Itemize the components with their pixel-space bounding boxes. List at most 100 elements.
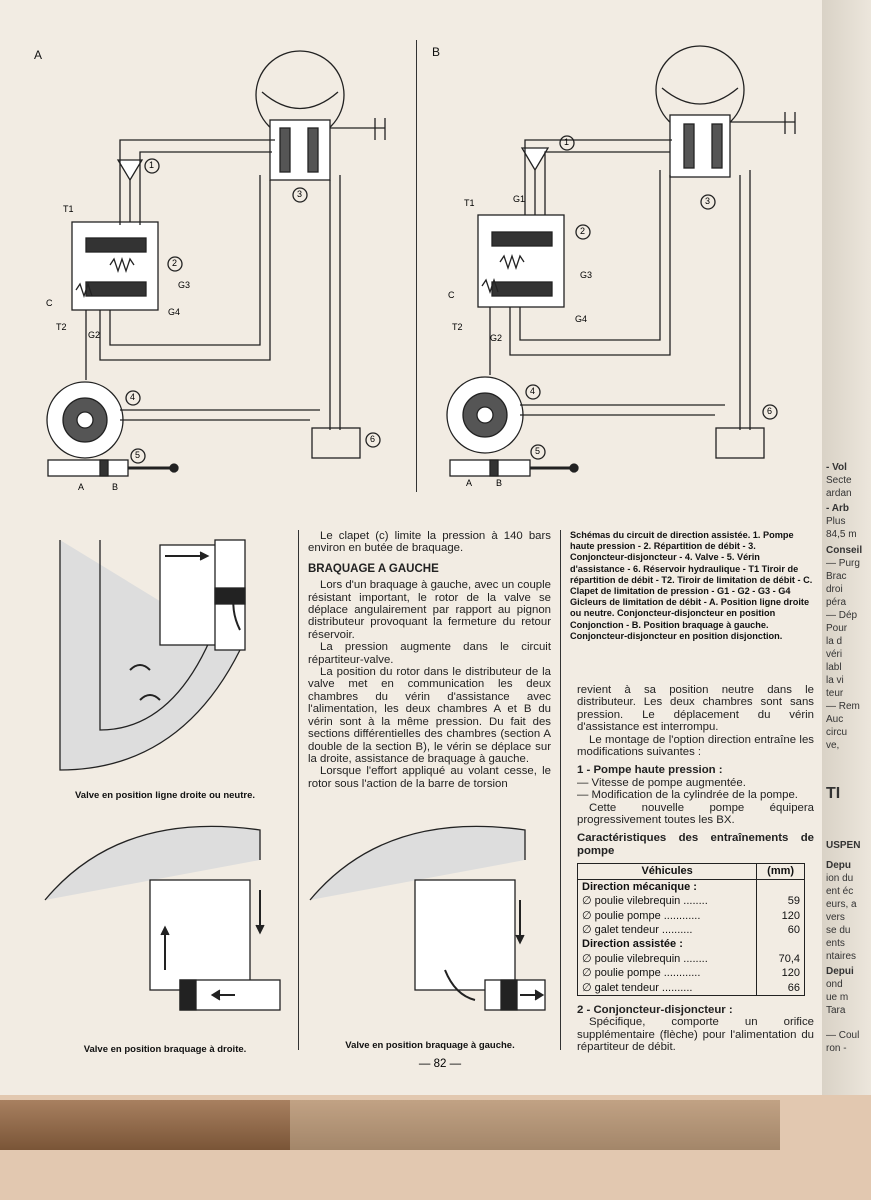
part-t1-a: T1 [63, 204, 74, 214]
paragraph-4: Lorsque l'effort appliqué au volant cess… [308, 765, 551, 790]
edge-text: Auc [826, 714, 844, 725]
part-g2-a: G2 [88, 330, 101, 340]
cardboard-box [0, 1100, 780, 1150]
spec-table: Véhicules (mm) Direction mécanique : ∅ p… [577, 863, 805, 996]
book-page: A B [0, 0, 822, 1095]
paragraph-1: Lors d'un braquage à gauche, avec un cou… [308, 579, 551, 641]
callout-1-a: 1 [149, 160, 155, 170]
edge-text: eurs, a [826, 899, 857, 910]
edge-text: labl [826, 662, 842, 673]
edge-text: ve, [826, 740, 840, 751]
table-head-vehicles: Véhicules [577, 863, 758, 880]
edge-text: — Dép [826, 610, 858, 621]
callout-2-a: 2 [172, 258, 178, 268]
table-row: ∅ galet tendeur ..........60 [577, 922, 805, 938]
paragraph-right-1: revient à sa position neutre dans le dis… [577, 684, 814, 734]
edge-text: 84,5 m [826, 529, 857, 540]
caption-neutral: Valve en position ligne droite ou neutre… [75, 790, 255, 801]
callout-4-b: 4 [530, 386, 536, 396]
edge-text: péra [826, 597, 847, 608]
part-c-a: C [46, 298, 53, 308]
part-t1-b: T1 [464, 198, 475, 208]
table-cell-value: 66 [787, 981, 800, 994]
paragraph-intro: Le clapet (c) limite la pression à 140 b… [308, 530, 551, 555]
callout-4-a: 4 [130, 392, 136, 402]
edge-text: ond [826, 979, 843, 990]
edge-text: USPEN [826, 840, 861, 851]
callout-1-b: 1 [564, 137, 570, 147]
table-row: ∅ poulie vilebrequin ........ 70,4 [577, 951, 805, 967]
caption-left: Valve en position braquage à gauche. [345, 1040, 515, 1051]
table-header-row: Véhicules (mm) [577, 863, 805, 880]
part-a-a: A [78, 482, 85, 492]
edge-text: Conseil [826, 545, 863, 556]
edge-text: circu [826, 727, 848, 738]
adjacent-page-edge: - Vol Secte ardan - Arb Plus 84,5 m Cons… [822, 0, 871, 1095]
part-b-a: B [112, 482, 119, 492]
paragraph-2: La pression augmente dans le circuit rép… [308, 641, 551, 666]
callout-6-b: 6 [767, 406, 773, 416]
edge-text: ardan [826, 488, 852, 499]
hydraulic-circuit-diagram [46, 45, 796, 477]
part-t2-a: T2 [56, 322, 67, 332]
edge-text: droi [826, 584, 843, 595]
table-row: ∅ poulie pompe ............120 [577, 908, 805, 923]
edge-text: - Arb [826, 503, 849, 514]
table-cell-label: ∅ poulie vilebrequin ........ [577, 951, 758, 967]
part-c-b: C [448, 290, 455, 300]
text-column-right: revient à sa position neutre dans le dis… [577, 684, 814, 1054]
edge-text: — Coul [826, 1030, 860, 1041]
column-divider-2 [560, 530, 561, 1050]
table-cell-label: ∅ poulie pompe ............ [577, 966, 758, 981]
paragraph-right-4: Spécifique, comporte un orifice suppléme… [577, 1016, 814, 1054]
packing-tape [290, 1100, 780, 1150]
edge-text: la vi [826, 675, 844, 686]
valve-left-drawing [309, 825, 546, 1011]
edge-text: Tara [826, 1005, 846, 1016]
edge-text: ent éc [826, 886, 854, 897]
figure-label-b: B [432, 45, 441, 59]
bullet-1: — Vitesse de pompe augmentée. [577, 776, 746, 789]
table-row: ∅ poulie vilebrequin ........59 [577, 894, 805, 909]
edge-text: ron - [826, 1043, 847, 1054]
figure-divider [416, 40, 417, 492]
section-heading: BRAQUAGE A GAUCHE [308, 562, 439, 575]
part-g2-b: G2 [490, 333, 503, 343]
table-cell-label: ∅ poulie vilebrequin ........ [577, 894, 758, 909]
edge-text: se du [826, 925, 851, 936]
part-g4-a: G4 [168, 307, 181, 317]
table-cell-value: 70,4 [778, 952, 800, 965]
edge-text: Depu [826, 860, 851, 871]
part-g1-b: G1 [513, 194, 526, 204]
edge-text: ntaires [826, 951, 857, 962]
callout-3-b: 3 [705, 196, 711, 206]
part-b-b: B [496, 478, 503, 488]
table-cell-label: ∅ galet tendeur .......... [577, 980, 758, 996]
table-cell-value: 120 [781, 967, 800, 980]
edge-text: Depui [826, 966, 854, 977]
edge-text: véri [826, 649, 843, 660]
column-divider-1 [298, 530, 299, 1050]
callout-2-b: 2 [580, 226, 586, 236]
table-group-label: Direction assistée : [577, 937, 758, 952]
part-a-b: A [466, 478, 473, 488]
callout-3-a: 3 [297, 189, 303, 199]
part-g3-a: G3 [178, 280, 191, 290]
table-group-row: Direction mécanique : [577, 879, 805, 895]
callout-5-a: 5 [135, 450, 141, 460]
table-row: ∅ poulie pompe ............ 120 [577, 966, 805, 981]
text-column-middle: Le clapet (c) limite la pression à 140 b… [308, 530, 551, 790]
edge-text: vers [826, 912, 845, 923]
table-group-row: Direction assistée : [577, 937, 805, 952]
part-g3-b: G3 [580, 270, 593, 280]
table-cell-value: 60 [787, 923, 800, 936]
edge-text: ue m [826, 992, 849, 1003]
edge-text: ion du [826, 873, 854, 884]
edge-text: — Purg [826, 558, 860, 569]
edge-text: Brac [826, 571, 847, 582]
edge-text: Pour [826, 623, 848, 634]
figure-label-a: A [34, 48, 43, 62]
table-cell-label: ∅ poulie pompe ............ [577, 908, 758, 923]
edge-text: Secte [826, 475, 852, 486]
paragraph-right-3: Cette nouvelle pompe équipera progressiv… [577, 801, 814, 827]
